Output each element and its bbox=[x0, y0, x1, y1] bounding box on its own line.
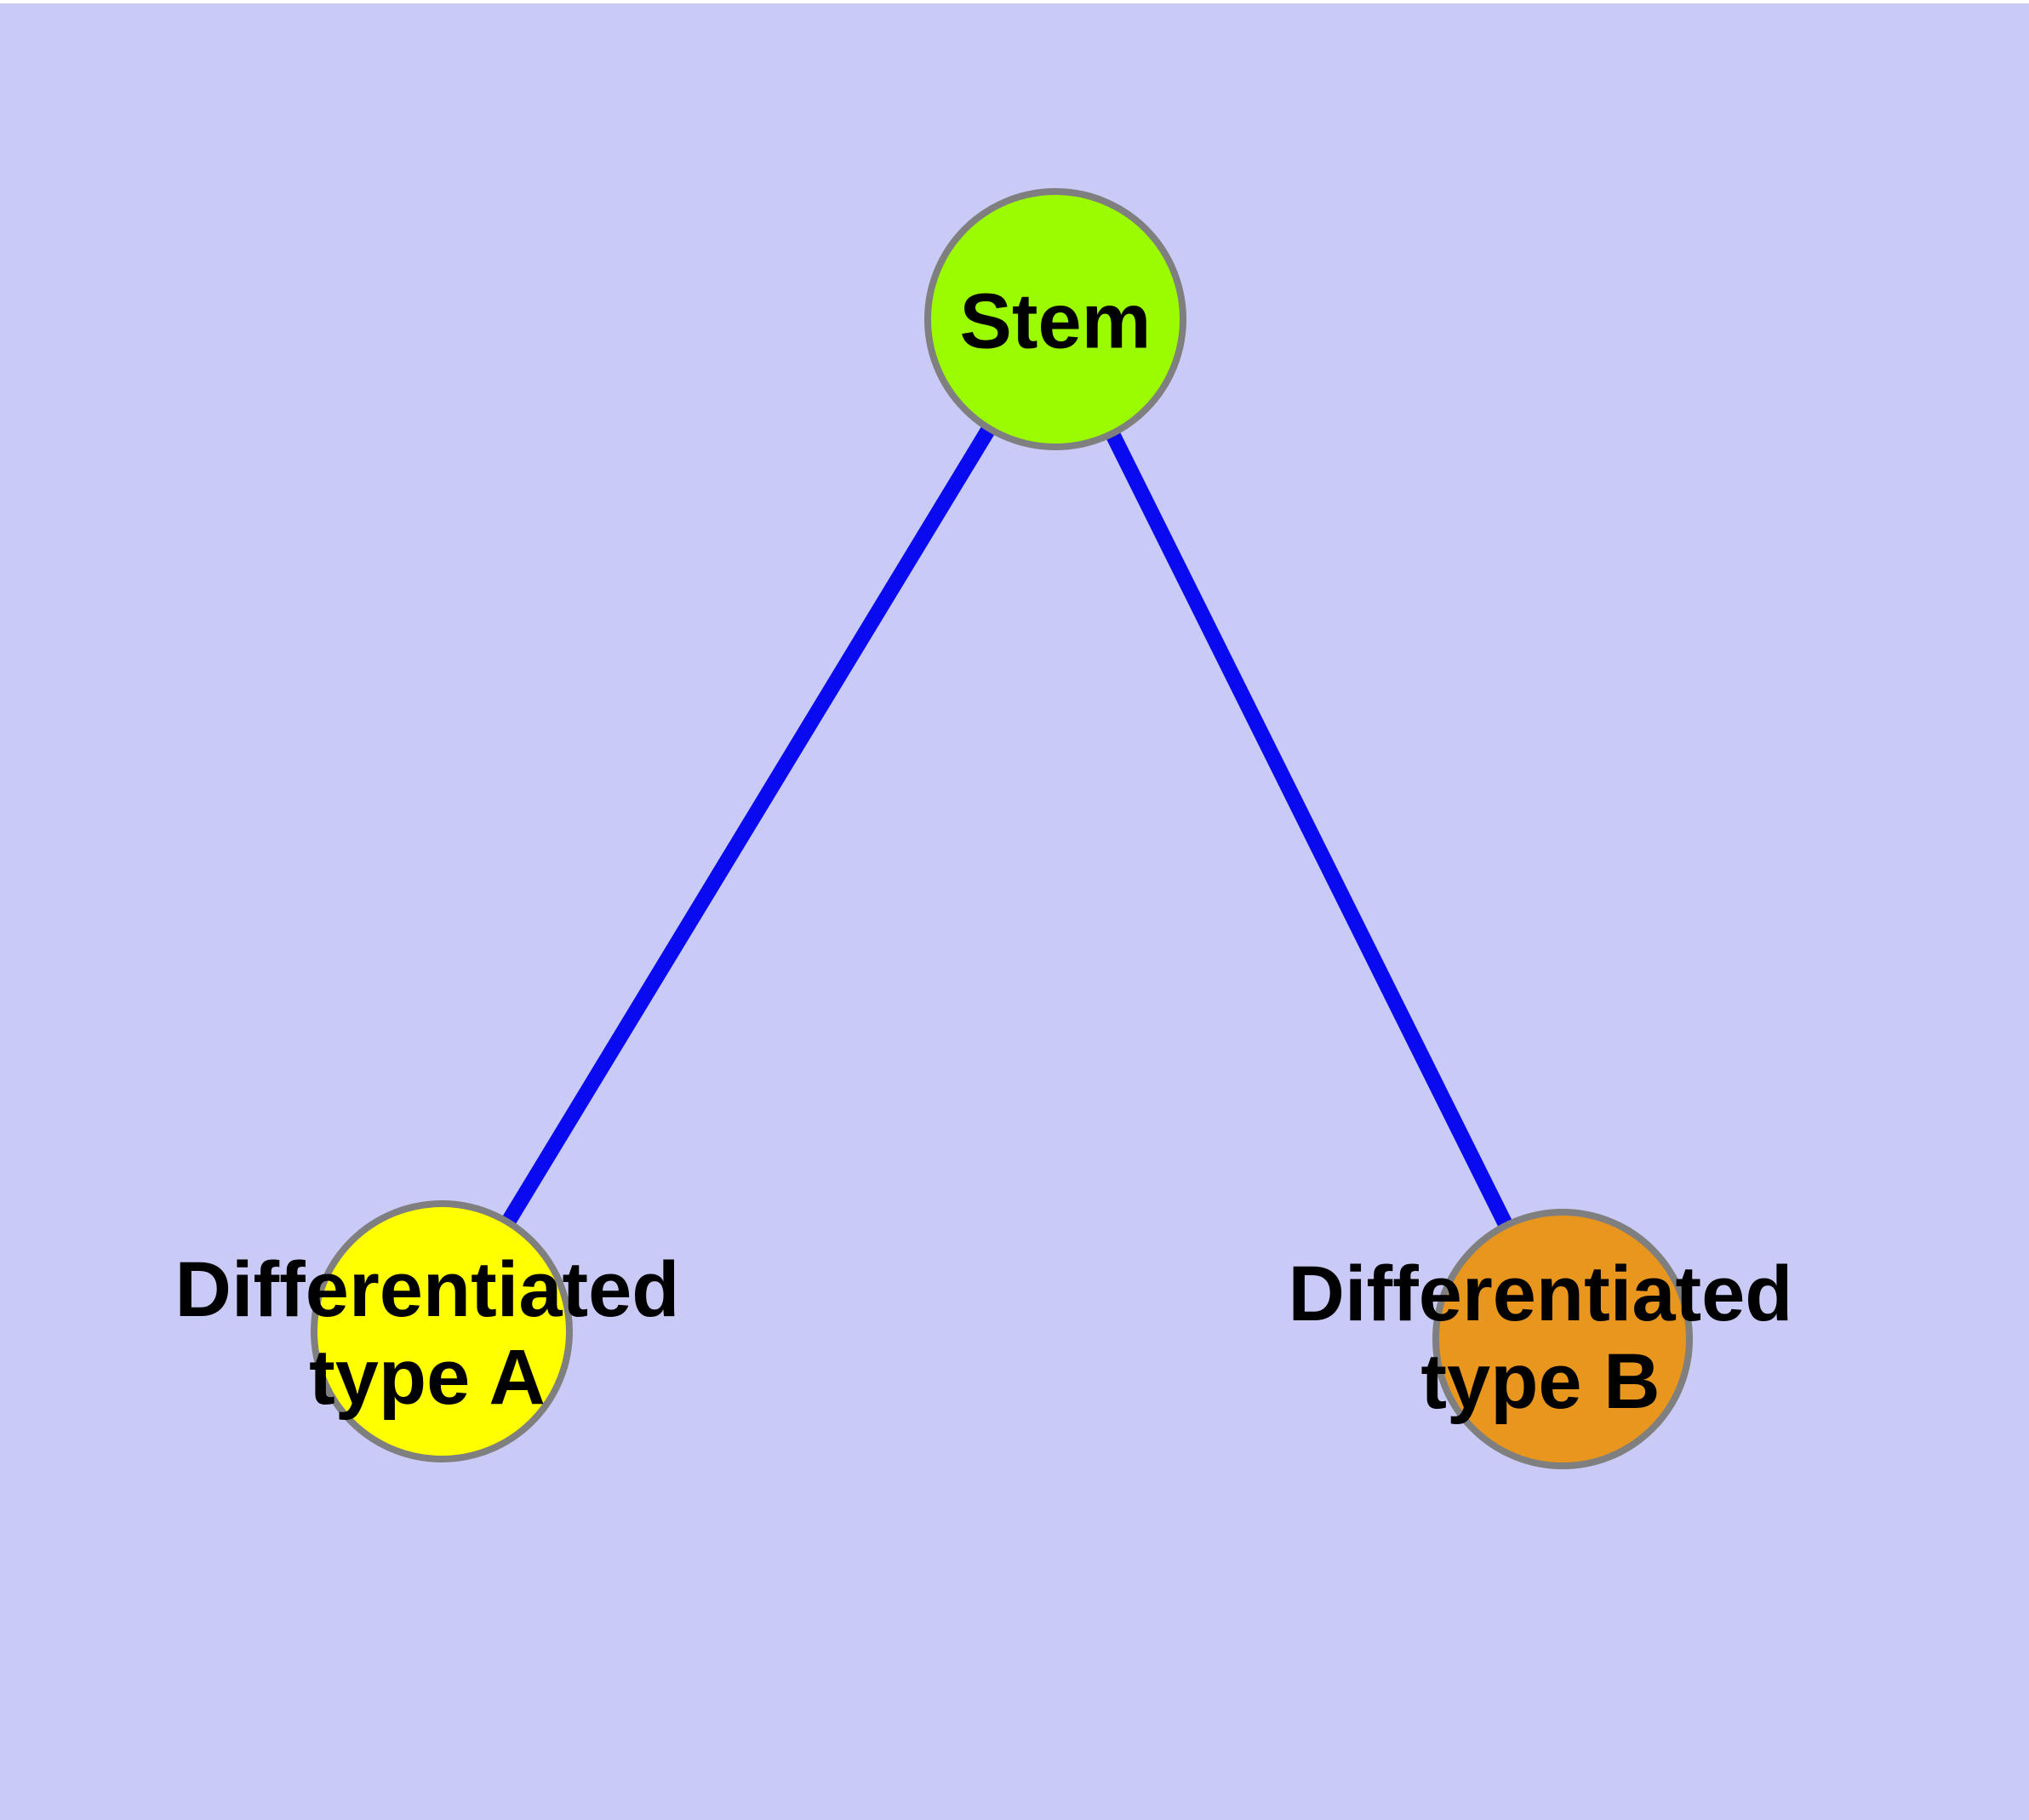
edge-stem-to-type-a bbox=[435, 315, 1062, 1336]
node-differentiated-type-b bbox=[1432, 1209, 1693, 1469]
node-stem bbox=[924, 188, 1186, 450]
edge-stem-to-type-b bbox=[1048, 315, 1570, 1343]
node-differentiated-type-a bbox=[311, 1200, 573, 1462]
